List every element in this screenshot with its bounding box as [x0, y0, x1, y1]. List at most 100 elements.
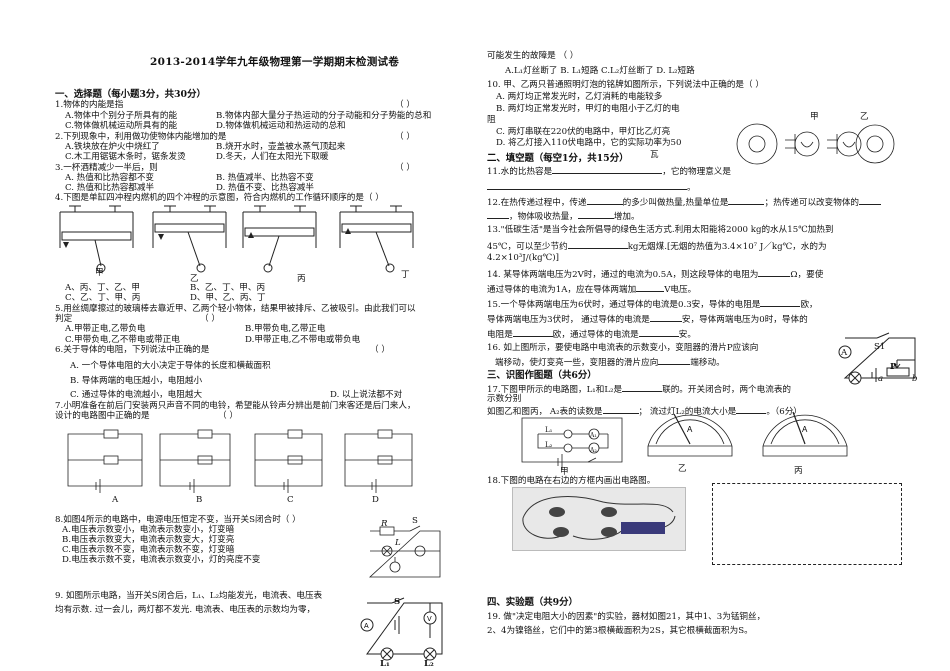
- q5-option-c: C.甲带负电,乙不带电或带正电: [65, 335, 180, 345]
- q2-option-d: D.冬天，人们在太阳光下取暖: [216, 152, 329, 162]
- q6-option-a: A. 一个导体电阻的大小决定于导体的长度和横截面积: [70, 361, 271, 371]
- q18-circuit-photo: [512, 487, 686, 551]
- q15-text-6: 欧，通过导体的电流是: [552, 330, 639, 340]
- q8-fig-S: S: [412, 516, 418, 526]
- q9-fig-L2: L₂: [424, 659, 434, 669]
- svg-text:A: A: [802, 425, 808, 434]
- q12-line-2: ，物体吸收热量，增加。: [487, 210, 640, 223]
- q17-fig-A1: A₁: [590, 432, 597, 439]
- q11-blank-2[interactable]: [487, 181, 687, 190]
- q1-option-a: A.物体中个别分子所具有的能: [65, 111, 178, 121]
- svg-text:A: A: [687, 425, 693, 434]
- q2-paren: （ ）: [395, 132, 415, 142]
- q9-fig-S: S: [394, 597, 401, 607]
- q11-blank-1[interactable]: [552, 165, 663, 174]
- q14-blank-1[interactable]: [758, 268, 791, 277]
- q14-text-4: V电压。: [664, 285, 697, 295]
- q2-option-b: B.烧开水时，壶盖被水蒸气顶起来: [216, 142, 346, 152]
- q17-line-3: 如图乙和图丙， A₂表的读数是； 流过灯L₂的电流大小是。（6分）: [487, 405, 802, 418]
- q18-answer-box[interactable]: [712, 483, 902, 565]
- q16-line-1: 16. 如上图所示，要使电路中电流表的示数变小，变阻器的滑片P应该向: [487, 343, 759, 353]
- q6-option-d: D. 以上说法都不对: [330, 390, 403, 400]
- q12-blank-3[interactable]: [859, 196, 882, 205]
- q14-blank-2[interactable]: [636, 283, 665, 292]
- q12-blank-4[interactable]: [487, 210, 509, 219]
- q17-blank-2[interactable]: [602, 405, 639, 414]
- section-experiment-title: 四、实验题（共9分）: [487, 597, 578, 608]
- q5-stem: 5.用丝绸摩擦过的玻璃棒去靠近甲、乙两个轻小物体，结果甲被排斥、乙被吸引。由此我…: [55, 304, 416, 314]
- q15-text-3: 导体两端电压为3伏时， 通过导体的电流是: [487, 315, 650, 325]
- q17-fig-A2: A₂: [590, 447, 597, 454]
- q17-blank-3[interactable]: [736, 405, 767, 414]
- q6-option-c: C. 通过导体的电流越小，电阻越大: [70, 390, 203, 400]
- q10-stem: 10. 甲、乙两只普通照明灯泡的铭牌如图所示，下列说法中正确的是（ ）: [487, 80, 764, 90]
- q16-fig-a: a: [878, 374, 884, 384]
- q8-option-d: D.电压表示数不变，电流表示数变小，灯的亮度不变: [62, 555, 261, 565]
- q16-text-2: 端移动。: [690, 358, 725, 368]
- q16-blank[interactable]: [658, 356, 691, 365]
- q15-text-4: 安，导体两端电压为0时，导体的: [681, 315, 808, 325]
- q17-label-jia: 甲: [560, 467, 569, 477]
- q1-option-b: B.物体内部大量分子热运动的分子动能和分子势能的总和: [216, 111, 432, 121]
- q4-stem: 4.下图是单缸四冲程内燃机的四个冲程的示意图，符合内燃机的工作循环顺序的是（ ）: [55, 193, 384, 203]
- q16-fig-S1: S1: [874, 342, 886, 352]
- exam-title: 2013-2014学年九年级物理第一学期期末检测试卷: [150, 56, 400, 68]
- q15-line-2: 导体两端电压为3伏时， 通过导体的电流是 安，导体两端电压为0时，导体的: [487, 313, 808, 326]
- q17-blank-1[interactable]: [622, 383, 663, 392]
- q15-line-3: 电阻是欧，通过导体的电流是安。: [487, 328, 696, 341]
- q10-option-d: D. 将乙灯接入110伏电路中，它的实际功率为50: [496, 138, 682, 148]
- q17-text-1: 17.下图甲所示的电路图，L₁和L₂是: [487, 385, 623, 395]
- q4-option-d: D、甲、乙、丙、丁: [190, 293, 266, 303]
- q2-option-c: C.木工用锯锯木条时，锯条发烫: [65, 152, 186, 162]
- q4-option-a: A、丙、丁、乙、甲: [65, 283, 140, 293]
- light-bulbs-figure: [736, 123, 895, 165]
- q17-line-1: 17.下图甲所示的电路图，L₁和L₂是联的。开关闭合时，两个电流表的: [487, 383, 791, 396]
- q7-label-d: D: [372, 495, 379, 505]
- section-drawing-title: 三、识图作图题（共6分）: [487, 370, 597, 381]
- q17-text-4: ； 流过灯L₂的电流大小是: [638, 407, 737, 417]
- q16-fig-b: b: [912, 374, 918, 384]
- q6-option-b: B. 导体两端的电压越小，电阻越小: [70, 376, 203, 386]
- q9-stem-2: 均有示数. 过一会儿，两灯都不发光. 电流表、电压表的示数均为零，: [55, 605, 316, 615]
- q15-blank-2[interactable]: [649, 313, 682, 322]
- q3-option-a: A. 热值和比热容都不变: [65, 173, 155, 183]
- q10-option-d-2: 瓦: [650, 150, 659, 160]
- q13-blank[interactable]: [567, 240, 628, 249]
- q16-text-1: 端移动，使灯变亮一些，变阻器的滑片应向: [495, 358, 659, 368]
- q5-option-b: B.甲带负电,乙带正电: [245, 324, 326, 334]
- q15-blank-3[interactable]: [512, 328, 553, 337]
- q8-option-a: A.电压表示数变小，电流表示数变小，灯变暗: [62, 525, 235, 535]
- q9b-options: A.L₁灯丝断了 B. L₁短路 C.L₂灯丝断了 D. L₂短路: [505, 66, 695, 76]
- q5-option-d: D.甲带正电,乙不带电或带负电: [245, 335, 361, 345]
- q15-blank-1[interactable]: [760, 298, 801, 307]
- q14-text-2: Ω，要使: [790, 270, 824, 280]
- q12-blank-5[interactable]: [577, 210, 614, 219]
- q16-fig-A: A: [841, 348, 848, 358]
- q12-text-2: 的多少叫做热量,热量单位是: [622, 198, 729, 208]
- q6-stem: 6.关于导体的电阻，下列说法中正确的是: [55, 345, 210, 355]
- engine-strokes-figure: [59, 205, 414, 273]
- q13-line-3: 4.2×10³J/(kg℃)]: [487, 253, 559, 263]
- q16-fig-P: P: [890, 362, 897, 372]
- q10-fig-yi: 乙: [860, 112, 869, 122]
- q9b-stem: 可能发生的故障是 （ ）: [487, 51, 579, 61]
- q12-blank-2[interactable]: [728, 196, 765, 205]
- q11-end: 。: [687, 183, 696, 193]
- q9-circuit-figure: A V: [360, 597, 443, 661]
- q8-option-b: B.电压表示数变大，电流表示数变大，灯变亮: [62, 535, 235, 545]
- q12-blank-1[interactable]: [586, 196, 623, 205]
- q11-line-2: 。: [487, 181, 696, 194]
- q15-text-1: 15.一个导体两端电压为6伏时，通过导体的电流是0.3安，导体的电阻是: [487, 300, 761, 310]
- q4-label-ding: 丁: [401, 270, 410, 280]
- q12-text-4: ，物体吸收热量，: [509, 212, 578, 222]
- q13-text-1: 45℃，可以至少节约: [487, 242, 568, 252]
- q11-line: 11.水的比热容是，它的物理意义是: [487, 165, 731, 178]
- q8-circuit-figure: [368, 525, 441, 578]
- q3-option-b: B. 热值减半、比热容不变: [216, 173, 314, 183]
- q9-stem: 9. 如图所示电路，当开关S闭合后，L₁、L₂均能发光，电流表、电压表: [55, 591, 323, 601]
- q15-blank-4[interactable]: [638, 328, 679, 337]
- q12-text-1: 12.在热传递过程中，传递: [487, 198, 587, 208]
- q19-line-1: 19. 做"决定电阻大小的因素"的实验，器材如图21，其中1、3为锰铜丝，: [487, 612, 766, 622]
- q8-stem: 8.如图4所示的电路中，电源电压恒定不变，当开关S闭合时（ ）: [55, 515, 301, 525]
- q11-stem: 11.水的比热容是: [487, 167, 553, 177]
